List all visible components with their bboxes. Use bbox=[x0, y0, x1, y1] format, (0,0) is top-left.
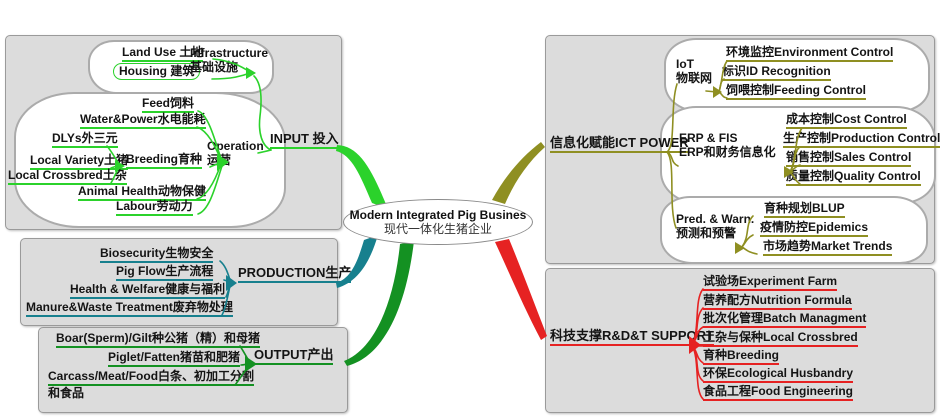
node-rdt-breeding[interactable]: 育种Breeding bbox=[703, 348, 780, 365]
rdt-panel bbox=[545, 268, 935, 413]
branch-input bbox=[336, 145, 388, 209]
node-batch-management[interactable]: 批次化管理Batch Managment bbox=[703, 311, 867, 328]
node-epidemics[interactable]: 疫情防控Epidemics bbox=[760, 220, 869, 237]
central-title: Modern Integrated Pig Busines bbox=[349, 208, 527, 222]
node-ecological-husbandry[interactable]: 环保Ecological Husbandry bbox=[703, 366, 854, 383]
node-cost-control[interactable]: 成本控制Cost Control bbox=[786, 112, 907, 129]
node-food-engineering[interactable]: 食品工程Food Engineering bbox=[703, 384, 853, 401]
output-panel bbox=[38, 327, 348, 413]
node-blup[interactable]: 育种规划BLUP bbox=[764, 201, 845, 218]
branch-rdt bbox=[495, 239, 547, 340]
pred-cloud bbox=[660, 196, 928, 264]
node-production-label[interactable]: PRODUCTION生产 bbox=[238, 266, 352, 283]
node-infrastructure[interactable]: Infrastructure 基础设施 bbox=[190, 46, 269, 74]
node-piglet-fatten[interactable]: Piglet/Fatten猪苗和肥猪 bbox=[108, 350, 241, 367]
node-operation[interactable]: Operation 运营 bbox=[207, 139, 264, 167]
node-production-control[interactable]: 生产控制Production Control bbox=[783, 131, 940, 148]
node-boar-gilt[interactable]: Boar(Sperm)/Gilt种公猪（精）和母猪 bbox=[56, 331, 261, 348]
node-feed[interactable]: Feed饲料 bbox=[142, 96, 195, 113]
node-manure-waste[interactable]: Manure&Waste Treatment废弃物处理 bbox=[26, 300, 233, 317]
node-labour[interactable]: Labour劳动力 bbox=[116, 199, 193, 216]
node-output-label[interactable]: OUTPUT产出 bbox=[254, 348, 334, 365]
central-node[interactable]: Modern Integrated Pig Busines 现代一体化生猪企业 bbox=[343, 199, 533, 245]
node-breeding[interactable]: Breeding育种 bbox=[126, 152, 203, 169]
node-local-crossbred[interactable]: Local Crossbred土杂 bbox=[8, 168, 127, 185]
node-feeding-control[interactable]: 饲喂控制Feeding Control bbox=[726, 83, 866, 100]
node-local-crossbred-conservation[interactable]: 土杂与保种Local Crossbred bbox=[703, 330, 858, 347]
node-rdt-label[interactable]: 科技支撑R&D&T SUPPORT bbox=[550, 329, 714, 346]
operation-cloud bbox=[14, 92, 286, 228]
node-iot[interactable]: IoT 物联网 bbox=[676, 57, 713, 85]
node-experiment-farm[interactable]: 试验场Experiment Farm bbox=[703, 274, 838, 291]
node-erp-fis[interactable]: ERP & FIS ERP和财务信息化 bbox=[679, 131, 776, 159]
node-pig-flow[interactable]: Pig Flow生产流程 bbox=[116, 264, 214, 281]
node-local-variety[interactable]: Local Variety土猪 bbox=[30, 153, 129, 170]
central-subtitle: 现代一体化生猪企业 bbox=[383, 222, 492, 236]
node-water-power[interactable]: Water&Power水电能耗 bbox=[80, 112, 206, 129]
node-ict-label[interactable]: 信息化赋能ICT POWER bbox=[550, 136, 689, 153]
node-sales-control[interactable]: 销售控制Sales Control bbox=[786, 150, 912, 167]
node-nutrition-formula[interactable]: 营养配方Nutrition Formula bbox=[703, 293, 852, 310]
node-housing[interactable]: Housing 建筑 bbox=[113, 63, 201, 80]
node-health-welfare[interactable]: Health & Welfare健康与福利 bbox=[70, 282, 226, 299]
branch-output bbox=[344, 241, 414, 366]
node-carcass[interactable]: Carcass/Meat/Food白条、初加工分割 和食品 bbox=[48, 369, 255, 400]
branch-ict bbox=[492, 142, 545, 204]
node-quality-control[interactable]: 质量控制Quality Control bbox=[786, 169, 921, 186]
node-market-trends[interactable]: 市场趋势Market Trends bbox=[763, 239, 893, 256]
node-pred-warn[interactable]: Pred. & Warn. 预测和预警 bbox=[676, 212, 755, 240]
node-dlys[interactable]: DLYs外三元 bbox=[52, 131, 118, 148]
node-id-recognition[interactable]: 标识ID Recognition bbox=[722, 64, 831, 81]
node-animal-health[interactable]: Animal Health动物保健 bbox=[78, 184, 207, 201]
node-biosecurity[interactable]: Biosecurity生物安全 bbox=[100, 246, 214, 263]
node-input-label[interactable]: INPUT 投入 bbox=[270, 132, 339, 149]
node-land-use[interactable]: Land Use 土地 bbox=[122, 45, 204, 62]
node-environment-control[interactable]: 环境监控Environment Control bbox=[726, 45, 894, 62]
